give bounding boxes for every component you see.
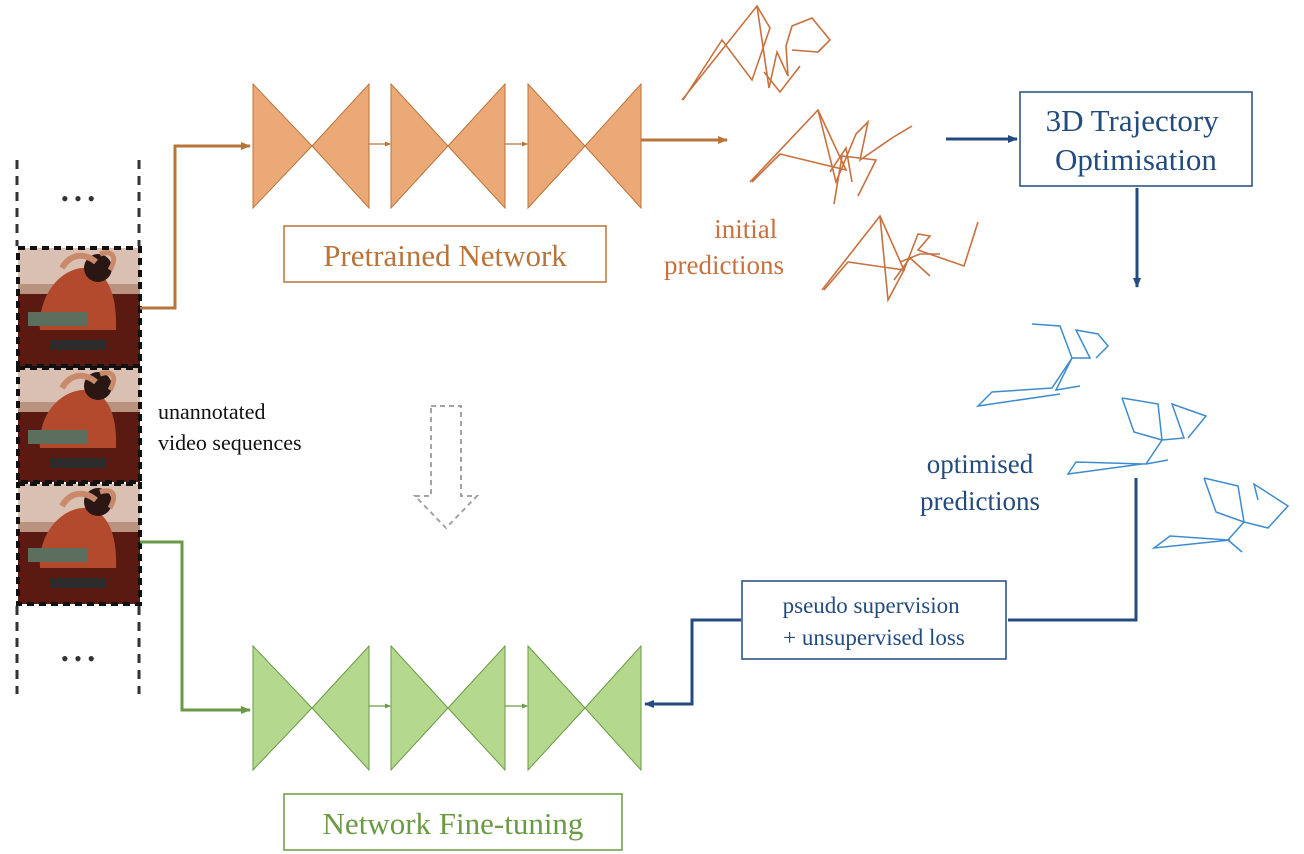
blue-skeleton-icon — [975, 323, 1110, 408]
orange-skeleton-icon — [821, 214, 979, 303]
pretrained-network — [252, 82, 642, 210]
video-frame-3 — [16, 482, 142, 606]
pseudo-supervision-label: pseudo supervision + unsupervised loss — [783, 593, 966, 650]
optimised-predictions-label: optimised predictions — [920, 449, 1040, 516]
finetuning-label-box — [283, 793, 623, 851]
arrow-to-pretrained — [140, 142, 251, 310]
blue-skeleton-icon — [1151, 477, 1290, 553]
pseudo-supervision-box — [741, 580, 1007, 660]
finetuning-network — [252, 644, 642, 772]
initial-predictions-label: initial predictions — [664, 214, 784, 280]
optimisation-box — [1019, 91, 1253, 187]
blue-skeleton-icon — [1066, 397, 1208, 475]
ellipsis-top: • • • — [61, 186, 95, 211]
network-finetuning-label: Network Fine-tuning — [323, 806, 584, 841]
arrow-to-finetuning — [140, 540, 251, 714]
orange-skeleton-icon — [681, 4, 832, 101]
arrow-to-finetuned-network — [644, 618, 741, 708]
pretrained-network-label: Pretrained Network — [323, 238, 567, 273]
optimisation-label: 3D Trajectory Optimisation — [1046, 103, 1227, 177]
unannotated-video-label: unannotated video sequences — [158, 399, 302, 455]
transfer-arrow — [412, 405, 480, 530]
initial-prediction-skeletons — [681, 4, 979, 303]
optimised-prediction-skeletons — [975, 323, 1290, 553]
orange-skeleton-icon — [749, 108, 913, 205]
video-frame-2 — [16, 366, 142, 484]
video-frame-1 — [16, 246, 142, 368]
ellipsis-bottom: • • • — [61, 646, 95, 671]
pretrained-label-box — [283, 225, 607, 283]
film-strip: • • • • • • — [15, 160, 142, 694]
supervision-connector — [1008, 478, 1138, 622]
